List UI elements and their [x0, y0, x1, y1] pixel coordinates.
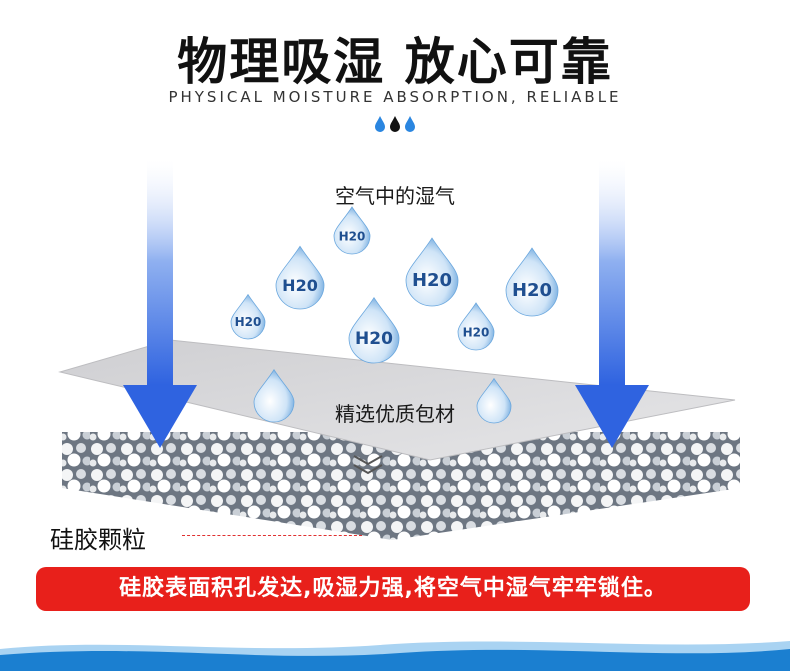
water-drop-icon: H20 — [405, 237, 459, 307]
drop-label: H20 — [355, 329, 393, 349]
drop-label: H20 — [282, 276, 318, 295]
drop-label: H20 — [412, 270, 452, 291]
silica-gel-label: 硅胶颗粒 — [50, 526, 146, 554]
down-arrow-icon — [123, 160, 197, 448]
water-drop-icon: H20 — [348, 296, 400, 364]
wave-decoration — [0, 641, 790, 671]
pointer-line — [182, 535, 362, 536]
feature-banner: 硅胶表面积孔发达,吸湿力强,将空气中湿气牢牢锁住。 — [36, 567, 750, 611]
water-drop-icon — [476, 377, 512, 424]
water-drop-icon: H20 — [333, 206, 371, 255]
water-drop-icon: H20 — [230, 293, 266, 340]
water-drops-icon — [375, 116, 415, 132]
water-drop-icon: H20 — [457, 302, 495, 351]
water-drop-icon: H20 — [505, 247, 559, 317]
double-chevron-down-icon — [353, 455, 383, 475]
water-drop-icon: H20 — [275, 245, 325, 310]
air-moisture-label: 空气中的湿气 — [335, 184, 455, 208]
packaging-label: 精选优质包材 — [335, 402, 455, 426]
page-subtitle: PHYSICAL MOISTURE ABSORPTION, RELIABLE — [168, 88, 622, 106]
water-drop-icon — [253, 369, 295, 423]
page-title: 物理吸湿 放心可靠 — [177, 33, 613, 91]
drop-label: H20 — [235, 315, 262, 329]
packaging-sheet — [58, 339, 736, 461]
drop-label: H20 — [339, 229, 366, 243]
drop-label: H20 — [512, 280, 552, 301]
drop-label: H20 — [463, 325, 490, 339]
down-arrow-icon — [575, 160, 649, 448]
silica-gel-layer — [62, 432, 740, 540]
